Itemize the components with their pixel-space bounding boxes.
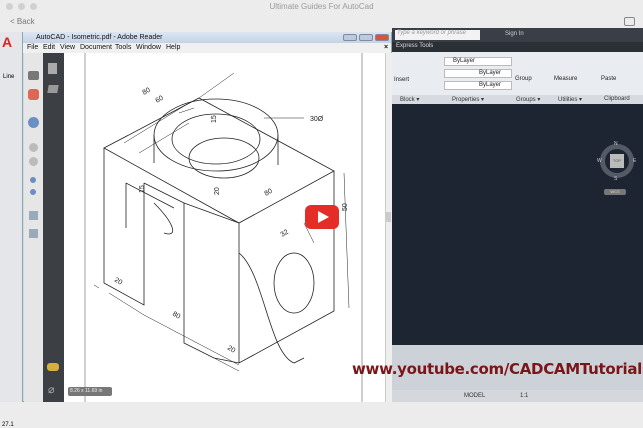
isometric-drawing: 80 60 15 30Ø 20 80 15 50 32 20 80 20 (84, 53, 363, 402)
back-button[interactable]: < Back (10, 17, 35, 26)
dim-label: 20 (214, 187, 221, 195)
compass-s: S (614, 176, 618, 182)
print-icon[interactable] (28, 71, 39, 80)
dim-label: 30Ø (310, 116, 324, 123)
coord-readout: 27.1 (2, 422, 14, 428)
autocad-logo[interactable]: A (2, 34, 13, 50)
play-icon (318, 211, 329, 223)
dim-label: 60 (155, 95, 165, 105)
restore-icon[interactable] (359, 34, 373, 41)
dim-label: 50 (342, 203, 349, 211)
reader-title: AutoCAD - Isometric.pdf - Adobe Reader (36, 34, 163, 41)
attachment-icon[interactable]: ⌀ (48, 384, 55, 396)
model-button[interactable]: MODEL (464, 393, 486, 399)
close-icon[interactable] (375, 34, 389, 41)
vertical-scrollbar[interactable] (385, 53, 392, 402)
dim-label: 32 (280, 229, 290, 239)
reader-toolbar (24, 53, 43, 402)
share-icon[interactable] (28, 117, 39, 128)
viewcube-ring[interactable] (600, 144, 634, 178)
sign-in-button[interactable]: Sign In (505, 31, 524, 37)
ribbon-tab-express-tools[interactable]: Express Tools (392, 42, 643, 52)
autocad-left-strip: Line 27.1 (0, 32, 22, 428)
ribbon-panel-labels: Block ▾ Properties ▾ Groups ▾ Utilities … (392, 95, 643, 104)
comments-icon[interactable] (47, 363, 59, 371)
menu-view[interactable]: View (60, 44, 76, 51)
wcs-menu[interactable]: WCS (604, 189, 626, 195)
zoom-out-icon[interactable] (30, 177, 36, 183)
dim-label: 80 (142, 87, 152, 97)
panel-properties[interactable]: Properties ▾ (452, 97, 485, 103)
dim-label: 15 (139, 185, 146, 193)
layers-icon[interactable] (47, 85, 59, 93)
menu-help[interactable]: Help (166, 44, 181, 51)
panel-block[interactable]: Block ▾ (400, 97, 420, 103)
dim-label: 20 (113, 277, 123, 287)
panel-clipboard[interactable]: Clipboard (604, 96, 630, 102)
command-area[interactable] (392, 345, 643, 390)
reader-menu-bar: File Edit View Document Tools Window Hel… (23, 43, 391, 53)
insert-button[interactable]: Insert (394, 77, 410, 83)
page-size-label: 8.26 x 11.69 in (68, 387, 112, 396)
lineweight-dropdown[interactable]: ByLayer (444, 81, 512, 90)
minimize-button[interactable] (18, 3, 25, 10)
search-input[interactable]: Type a keyword or phrase (395, 30, 480, 40)
reader-title-bar (23, 32, 391, 43)
next-page-icon[interactable] (29, 157, 38, 166)
menu-window[interactable]: Window (136, 44, 161, 51)
menu-edit[interactable]: Edit (43, 44, 56, 51)
compass-n: N (614, 141, 618, 147)
menu-document[interactable]: Document (80, 44, 112, 51)
linetype-dropdown[interactable]: ByLayer (444, 69, 512, 78)
navigation-pane: ⌀ (43, 53, 64, 402)
dim-label: 80 (264, 188, 274, 198)
minimize-icon[interactable] (343, 34, 357, 41)
line-tool[interactable]: Line (3, 74, 15, 80)
zoom-button[interactable] (30, 3, 37, 10)
color-dropdown[interactable]: ByLayer (444, 57, 512, 66)
paste-button[interactable]: Paste (601, 76, 617, 82)
ribbon-panels: Insert ByLayer ByLayer ByLayer Group Mea… (392, 52, 643, 96)
pages-icon[interactable] (48, 63, 57, 74)
create-pdf-icon[interactable] (28, 89, 39, 100)
measure-button[interactable]: Measure (554, 76, 578, 82)
close-doc-icon[interactable]: × (384, 44, 389, 51)
scrollbar-thumb[interactable] (386, 212, 391, 222)
annotation-scale[interactable]: 1:1 (520, 393, 529, 399)
mac-title-bar: Ultimate Guides For AutoCad (0, 0, 643, 14)
panel-utilities[interactable]: Utilities ▾ (558, 97, 583, 103)
group-button[interactable]: Group (515, 76, 532, 82)
status-bar: MODEL 1:1 (392, 390, 643, 402)
nav-bar: < Back (0, 14, 643, 32)
close-button[interactable] (6, 3, 13, 10)
fullscreen-icon[interactable] (624, 17, 635, 26)
panel-groups[interactable]: Groups ▾ (516, 97, 541, 103)
window-title: Ultimate Guides For AutoCad (269, 2, 374, 11)
viewcube-top[interactable]: TOP (610, 154, 624, 168)
dim-label: 80 (171, 311, 181, 321)
fit-page-icon[interactable] (29, 211, 38, 220)
zoom-in-icon[interactable] (30, 189, 36, 195)
drawing-viewport[interactable] (392, 104, 643, 345)
dim-label: 20 (226, 345, 236, 355)
compass-e: E (633, 158, 637, 164)
dim-label: 15 (211, 115, 218, 123)
prev-page-icon[interactable] (29, 143, 38, 152)
menu-file[interactable]: File (27, 44, 39, 51)
fit-width-icon[interactable] (29, 229, 38, 238)
compass-w: W (597, 158, 602, 164)
watermark-text: www.youtube.com/CADCAMTutorials (352, 360, 643, 378)
menu-tools[interactable]: Tools (115, 44, 132, 51)
